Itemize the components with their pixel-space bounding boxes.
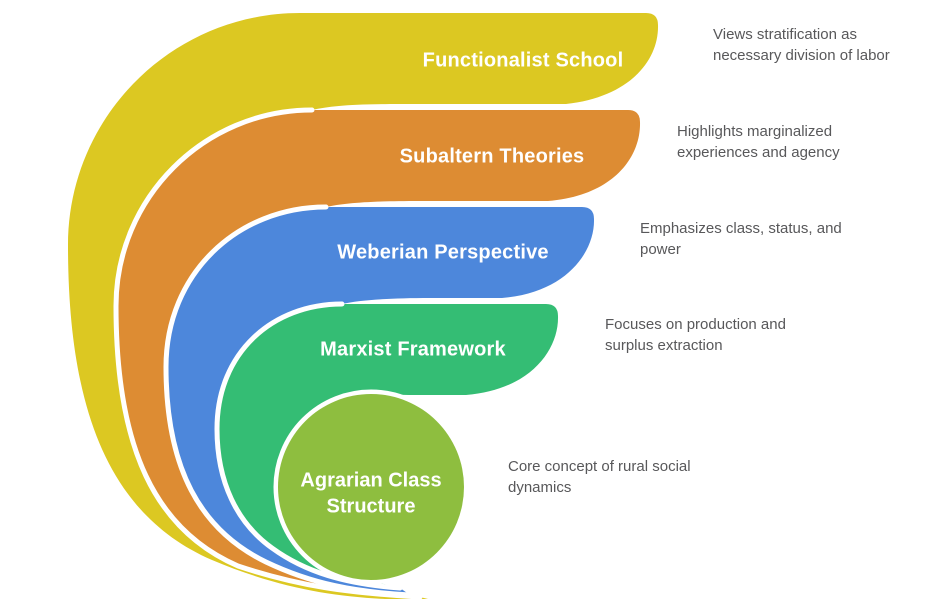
band-shape-subaltern-theories — [116, 110, 641, 597]
annotation-subaltern-theories: Highlights marginalized experiences and … — [677, 123, 840, 162]
band-shape-functionalist-school — [68, 13, 659, 599]
band-separator-3 — [214, 301, 403, 591]
annotation-functionalist-school: Views stratification as necessary divisi… — [713, 26, 890, 65]
center-circle-label: Agrarian Class Structure — [300, 469, 442, 517]
band-separator-1 — [113, 107, 423, 599]
band-label-functionalist-school: Functionalist School — [422, 49, 624, 72]
band-label-subaltern-theories: Subaltern Theories — [399, 145, 585, 168]
band-label-weberian-perspective: Weberian Perspective — [337, 241, 549, 264]
annotation-marxist-framework: Focuses on production and surplus extrac… — [605, 316, 786, 355]
band-shape-marxist-framework — [217, 304, 559, 588]
band-shape-weberian-perspective — [166, 207, 595, 595]
annotation-weberian-perspective: Emphasizes class, status, and power — [640, 220, 842, 259]
center-circle-agrarian-class-structure — [273, 389, 469, 585]
band-label-marxist-framework: Marxist Framework — [320, 338, 506, 361]
annotation-agrarian-class-structure: Core concept of rural social dynamics — [508, 458, 691, 497]
band-separator-2 — [163, 204, 413, 598]
